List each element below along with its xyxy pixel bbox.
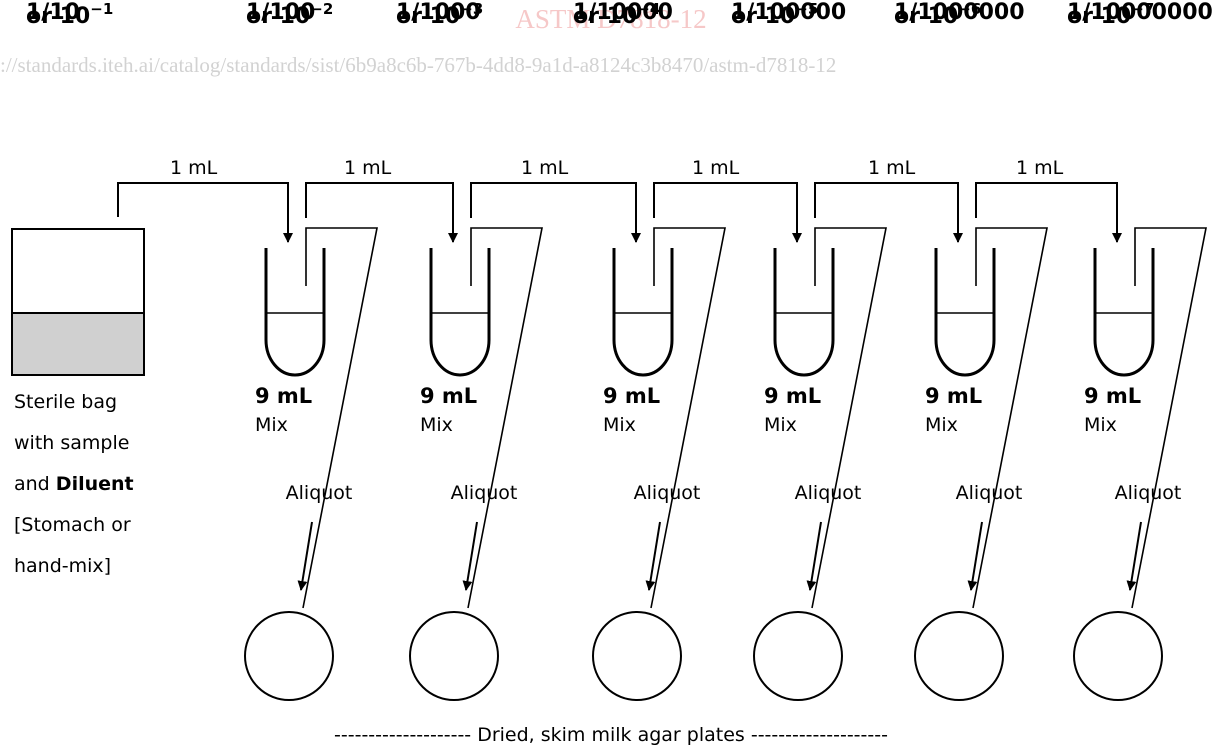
dilution-exponent: −3 <box>460 0 484 18</box>
watermark-url: ://standards.iteh.ai/catalog/standards/s… <box>0 53 836 77</box>
test-tube <box>1093 248 1155 377</box>
dilution-exponent: −1 <box>90 0 114 18</box>
dilution-exponent: −5 <box>795 0 819 18</box>
transfer-arrow <box>470 182 641 243</box>
tube-mix-label: Mix <box>764 414 797 436</box>
agar-plate <box>753 611 843 701</box>
aliquot-arrow <box>462 521 478 591</box>
tube-volume-label: 9 mL <box>925 384 983 408</box>
transfer-arrow <box>305 182 458 243</box>
sterile-bag <box>11 228 145 376</box>
tube-volume-label: 9 mL <box>764 384 822 408</box>
tube-volume-label: 9 mL <box>420 384 478 408</box>
dilution-fraction: 1/10 <box>26 0 80 25</box>
dilution-power-base: or 10 <box>573 4 638 29</box>
pipette-outline <box>302 227 378 609</box>
transfer-arrow <box>117 182 293 243</box>
bag-line-1: Sterile bag <box>14 391 118 413</box>
diluent-label: Diluent <box>55 473 134 495</box>
tube-mix-label: Mix <box>420 414 453 436</box>
aliquot-label: Aliquot <box>1114 482 1182 504</box>
agar-plate <box>409 611 499 701</box>
tube-mix-label: Mix <box>1084 414 1117 436</box>
transfer-volume-label: 1 mL <box>170 157 218 179</box>
transfer-volume-label: 1 mL <box>692 157 740 179</box>
transfer-volume-label: 1 mL <box>1016 157 1064 179</box>
test-tube <box>934 248 996 377</box>
dilution-power: or 10−1 <box>26 0 113 29</box>
watermark-title: ASTM D7818-12 <box>515 4 707 34</box>
dilution-exponent: −7 <box>1131 0 1155 18</box>
aliquot-arrow <box>1126 521 1142 591</box>
tube-volume-label: 9 mL <box>603 384 661 408</box>
tube-volume-label: 9 mL <box>1084 384 1142 408</box>
test-tube <box>612 248 674 377</box>
transfer-arrow <box>653 182 802 243</box>
transfer-arrow <box>814 182 963 243</box>
dilution-fraction: 1/100 <box>246 0 316 25</box>
dilution-exponent: −2 <box>310 0 334 18</box>
transfer-volume-label: 1 mL <box>868 157 916 179</box>
dilution-fraction: 1/100000 <box>731 0 847 25</box>
dilution-power: or 10−3 <box>396 0 483 29</box>
transfer-volume-label: 1 mL <box>521 157 569 179</box>
pipette-outline <box>811 227 887 609</box>
dilution-power: or 10−5 <box>731 0 818 29</box>
bag-line-3: and Diluent <box>14 464 134 505</box>
dilution-power: or 10−2 <box>246 0 333 29</box>
dilution-power-base: or 10 <box>731 4 796 29</box>
dilution-fraction: 1/10000 <box>573 0 673 25</box>
dilution-power-base: or 10 <box>894 4 959 29</box>
transfer-volume-label: 1 mL <box>344 157 392 179</box>
bag-line-4: [Stomach or <box>14 514 131 536</box>
bag-description: Sterile bag with sample and Diluent [Sto… <box>14 382 134 587</box>
aliquot-label: Aliquot <box>955 482 1023 504</box>
test-tube <box>773 248 835 377</box>
tube-volume-label: 9 mL <box>255 384 313 408</box>
transfer-arrow <box>975 182 1122 243</box>
dilution-power-base: or 10 <box>26 4 91 29</box>
dilution-exponent: −4 <box>637 0 661 18</box>
dilution-fraction: 1/10000000 <box>1067 0 1213 25</box>
aliquot-arrow <box>806 521 822 591</box>
test-tube <box>264 248 326 377</box>
pipette-outline <box>650 227 726 609</box>
dilution-exponent: −6 <box>958 0 982 18</box>
dilution-power: or 10−6 <box>894 0 981 29</box>
dilution-power-base: or 10 <box>1067 4 1132 29</box>
bag-line-3-prefix: and <box>14 473 56 495</box>
dilution-fraction: 1/1000000 <box>894 0 1025 25</box>
aliquot-label: Aliquot <box>450 482 518 504</box>
tube-mix-label: Mix <box>603 414 636 436</box>
aliquot-arrow <box>645 521 661 591</box>
agar-plate <box>244 611 334 701</box>
agar-plate <box>914 611 1004 701</box>
test-tube <box>429 248 491 377</box>
tube-mix-label: Mix <box>925 414 958 436</box>
aliquot-arrow <box>967 521 983 591</box>
tube-mix-label: Mix <box>255 414 288 436</box>
pipette-outline <box>972 227 1048 609</box>
agar-plate <box>592 611 682 701</box>
dilution-power: or 10−7 <box>1067 0 1154 29</box>
bag-line-5: hand-mix] <box>14 555 112 577</box>
dilution-power: or 10−4 <box>573 0 660 29</box>
bag-liquid <box>12 313 144 375</box>
aliquot-arrow <box>297 521 313 591</box>
aliquot-label: Aliquot <box>794 482 862 504</box>
bag-line-2: with sample <box>14 432 130 454</box>
agar-plate <box>1073 611 1163 701</box>
dilution-power-base: or 10 <box>246 4 311 29</box>
dilution-fraction: 1/1000 <box>396 0 481 25</box>
plates-caption: -------------------- Dried, skim milk ag… <box>334 724 888 746</box>
aliquot-label: Aliquot <box>633 482 701 504</box>
pipette-outline <box>1131 227 1207 609</box>
aliquot-label: Aliquot <box>285 482 353 504</box>
dilution-power-base: or 10 <box>396 4 461 29</box>
pipette-outline <box>467 227 543 609</box>
